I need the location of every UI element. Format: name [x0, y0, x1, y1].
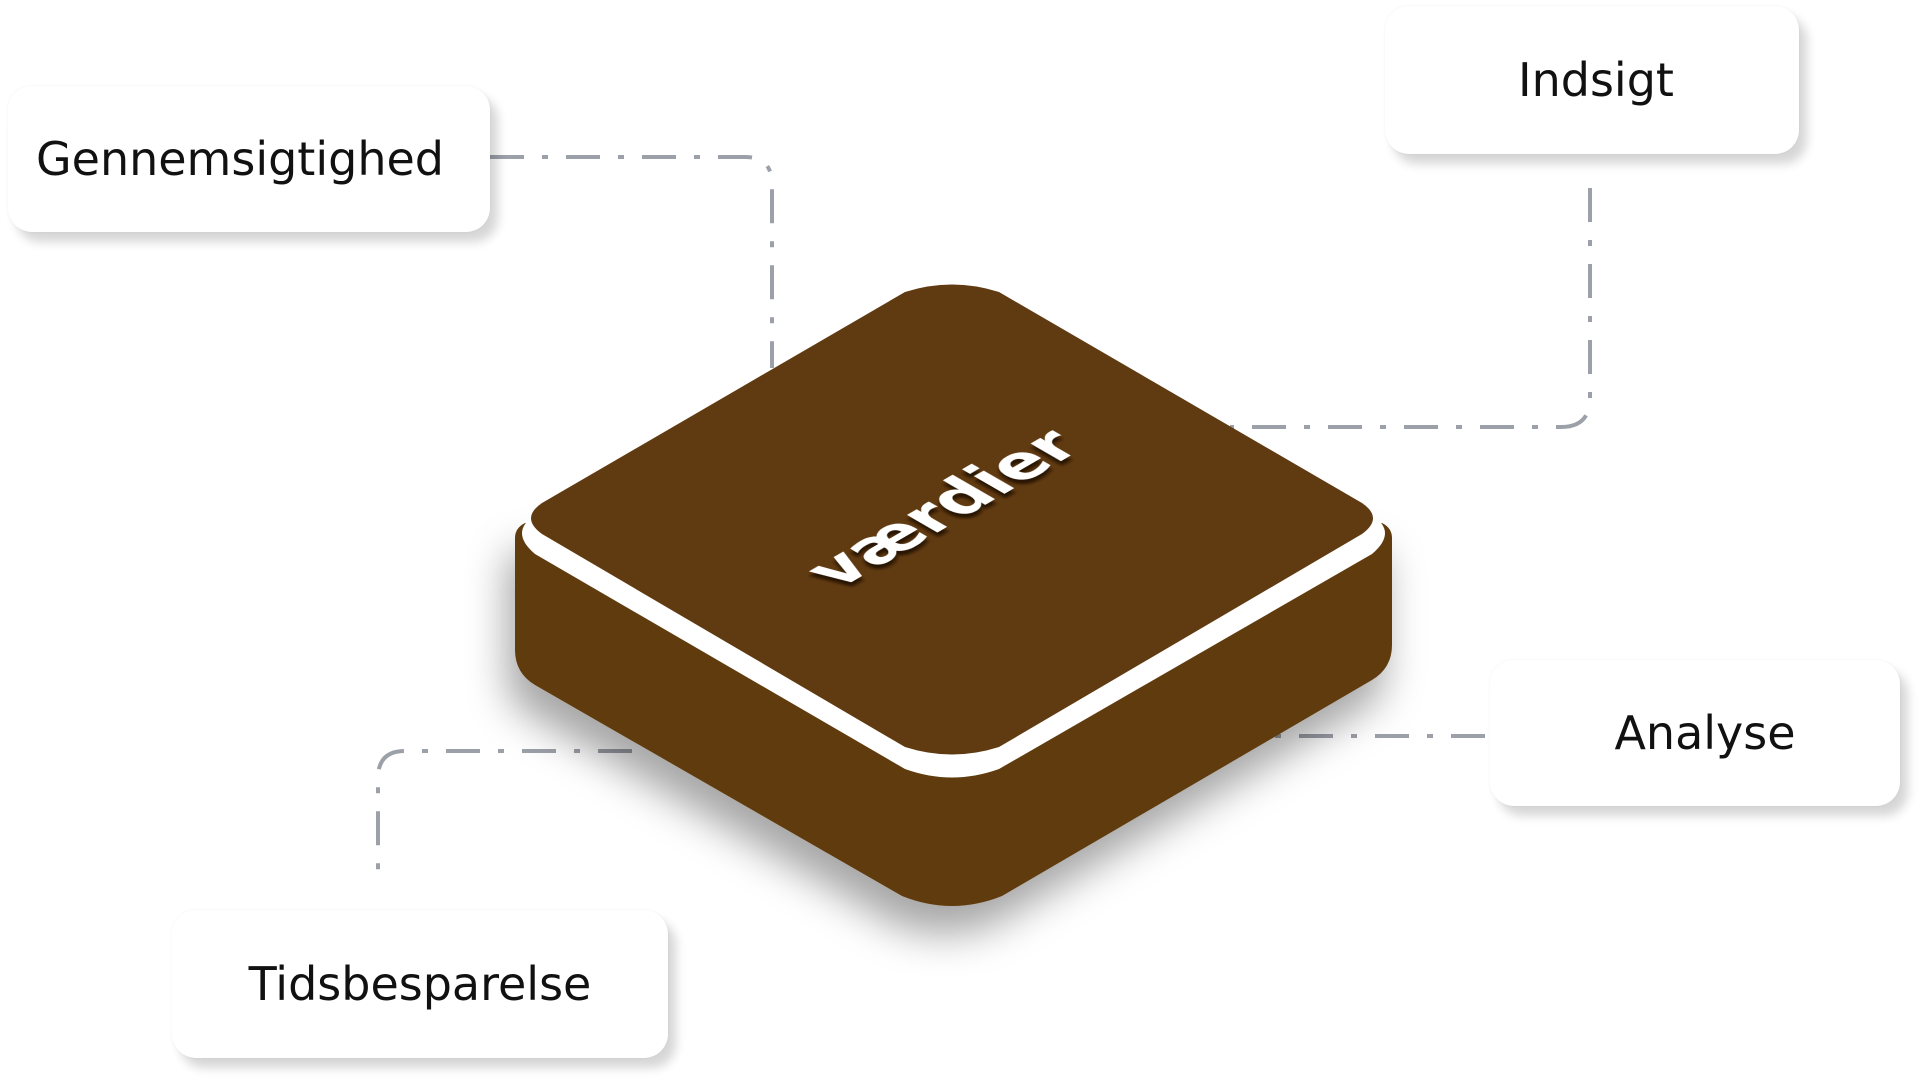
- connector-gennemsigtighed: [490, 155, 774, 368]
- node-card-indsigt: Indsigt: [1385, 6, 1799, 154]
- node-card-gennemsigtighed: Gennemsigtighed: [8, 86, 490, 232]
- node-label-tidsbesparelse: Tidsbesparelse: [248, 957, 592, 1011]
- node-label-analyse: Analyse: [1614, 706, 1796, 760]
- center-block: værdier: [515, 284, 1392, 906]
- node-card-tidsbesparelse: Tidsbesparelse: [172, 910, 668, 1058]
- block-top-face: [531, 284, 1373, 755]
- node-card-analyse: Analyse: [1490, 660, 1900, 806]
- node-label-gennemsigtighed: Gennemsigtighed: [36, 132, 444, 186]
- node-label-indsigt: Indsigt: [1518, 53, 1674, 107]
- connector-indsigt: [1230, 188, 1592, 429]
- connector-tidsbesparelse: [376, 749, 632, 880]
- connector-lines: [376, 155, 1592, 880]
